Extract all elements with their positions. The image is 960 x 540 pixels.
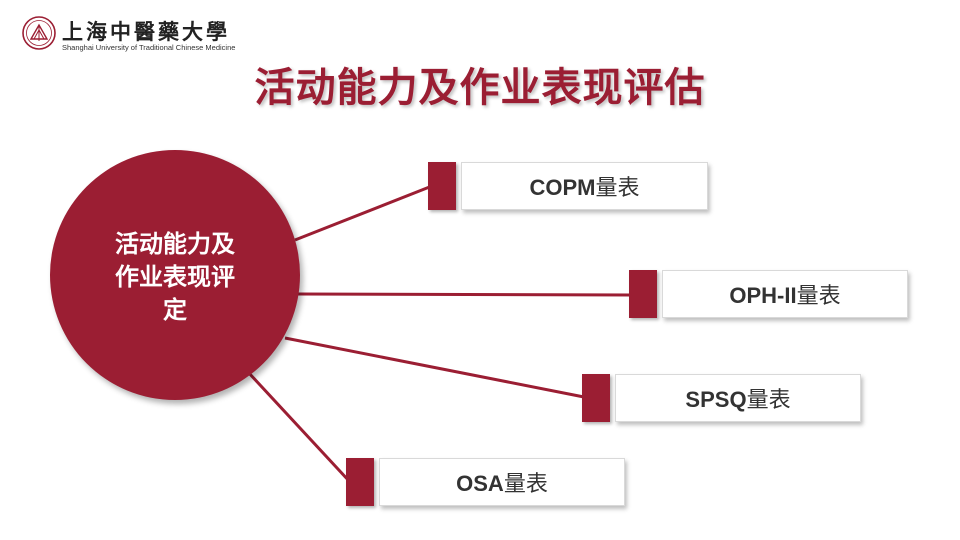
hub-circle: 活动能力及 作业表现评 定 [50,150,300,400]
item-box: COPM量表 [461,162,708,210]
connector-line-oph [297,292,633,297]
item-box: OPH-II量表 [662,270,908,318]
item-label: SPSQ量表 [685,382,790,414]
item-marker [428,162,456,210]
university-logo: 上海中醫藥大學 Shanghai University of Tradition… [22,16,235,56]
slide-title: 活动能力及作业表现评估 [254,65,706,111]
connector-line-spsq [284,336,585,399]
item-suffix: 量表 [503,472,548,497]
hub-label: 活动能力及 作业表现评 定 [80,228,270,327]
item-marker [346,458,374,506]
item-suffix: 量表 [595,176,640,201]
university-emblem-icon [22,16,56,50]
logo-chinese-name: 上海中醫藥大學 [62,19,230,44]
item-suffix: 量表 [746,388,791,413]
item-marker [582,374,610,422]
item-marker [629,270,657,318]
item-suffix: 量表 [796,284,841,309]
hub-label-line-2: 作业表现评 [115,263,235,291]
item-box: SPSQ量表 [615,374,861,422]
item-label: OSA量表 [456,466,548,498]
hub-label-line-3: 定 [163,296,187,324]
item-code: COPM [529,175,596,200]
item-code: SPSQ [685,387,747,412]
item-label: COPM量表 [529,170,639,202]
connector-line-osa [246,370,352,484]
connector-line-copm [294,184,433,242]
item-code: OSA [456,471,504,496]
item-box: OSA量表 [379,458,625,506]
item-code: OPH-II [729,283,797,308]
item-label: OPH-II量表 [729,278,840,310]
logo-english-name: Shanghai University of Traditional Chine… [62,43,236,52]
hub-label-line-1: 活动能力及 [115,230,235,258]
